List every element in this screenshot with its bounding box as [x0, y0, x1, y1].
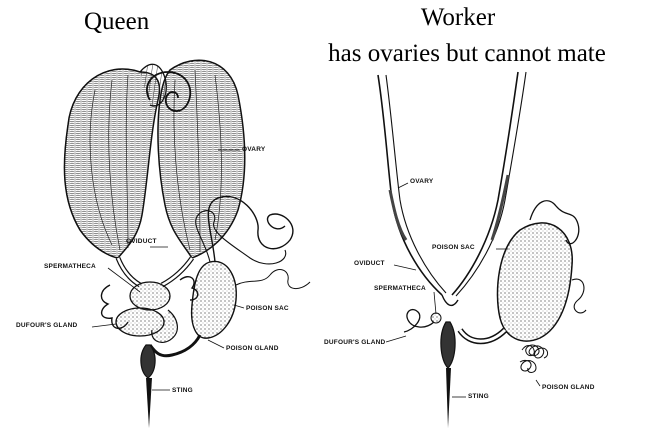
queen-right-ovary — [158, 60, 245, 258]
worker-dufours-gland — [404, 310, 434, 332]
worker-poison-gland — [520, 345, 548, 372]
worker-sting-bulb — [441, 322, 455, 368]
queen-label-sting: STING — [172, 387, 193, 394]
queen-sting-bulb — [141, 345, 155, 378]
worker-label-dufours-gland: DUFOUR'S GLAND — [324, 339, 385, 346]
queen-label-ovary: OVARY — [242, 146, 265, 153]
queen-label-dufours-gland: DUFOUR'S GLAND — [16, 322, 77, 329]
queen-title: Queen — [84, 8, 149, 36]
worker-label-poison-gland: POISON GLAND — [542, 384, 595, 391]
worker-title: Worker — [394, 4, 522, 32]
worker-spermatheca — [431, 313, 441, 323]
queen-left-ovary — [64, 69, 159, 258]
queen-poison-sac — [192, 261, 237, 338]
worker-sting — [446, 368, 451, 428]
queen-label-spermatheca: SPERMATHECA — [44, 263, 96, 270]
queen-sting — [146, 378, 152, 428]
worker-left-ovary — [378, 75, 442, 295]
queen-anatomy — [64, 60, 310, 428]
worker-label-spermatheca: SPERMATHECA — [374, 285, 426, 292]
worker-poison-sac — [497, 223, 572, 341]
worker-label-oviduct: OVIDUCT — [354, 260, 385, 267]
queen-label-oviduct: OVIDUCT — [126, 238, 157, 245]
worker-subtitle: has ovaries but cannot mate — [302, 40, 632, 68]
worker-label-ovary: OVARY — [410, 178, 433, 185]
worker-anatomy — [378, 72, 586, 428]
queen-spermatheca — [130, 282, 170, 310]
queen-label-poison-sac: POISON SAC — [246, 305, 289, 312]
queen-label-poison-gland: POISON GLAND — [226, 345, 279, 352]
worker-label-sting: STING — [468, 393, 489, 400]
worker-label-poison-sac: POISON SAC — [432, 244, 475, 251]
